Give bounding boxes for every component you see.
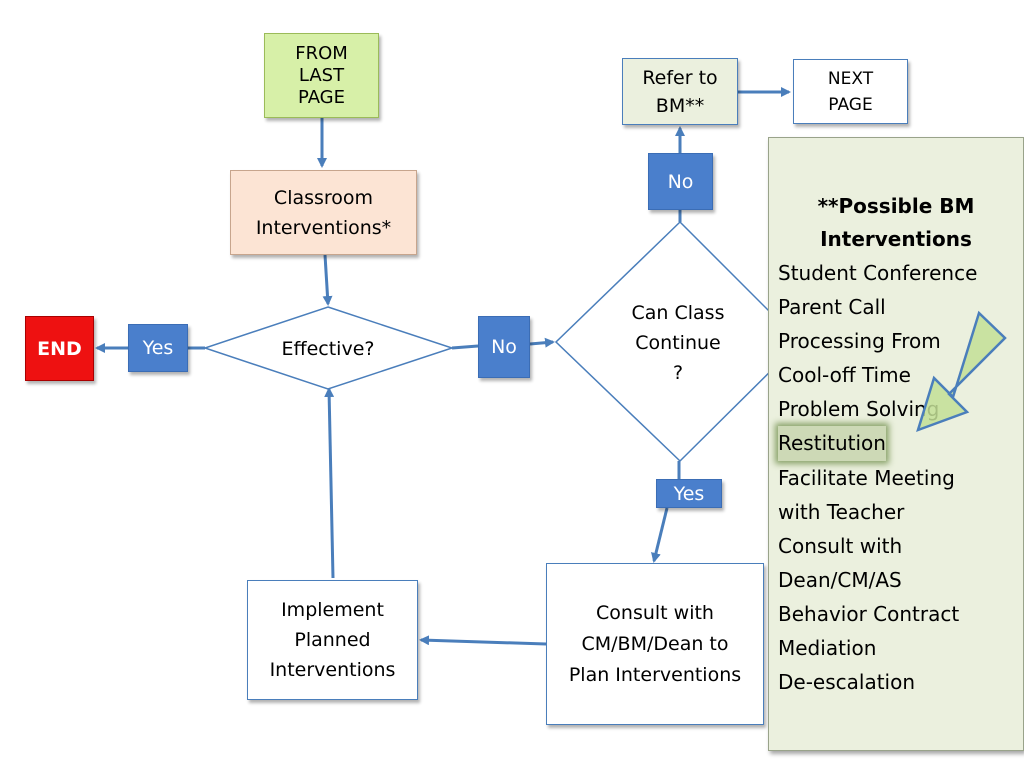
list-item: De-escalation — [778, 665, 1018, 699]
from-last-page-line-2: LAST — [298, 64, 345, 86]
can-class-continue-text: Can Class Continue ? — [598, 298, 758, 388]
yes-label-end: Yes — [128, 324, 188, 372]
panel-title-line-1: **Possible BM — [817, 194, 975, 218]
arrow-consult-to-implement — [419, 635, 547, 646]
bm-interventions-panel — [768, 137, 1024, 751]
from-last-page-box: FROM LAST PAGE — [264, 33, 379, 118]
refer-line-2: BM** — [655, 94, 705, 117]
intervention-item-highlighted: Restitution — [778, 426, 886, 461]
intervention-item: Facilitate Meeting — [778, 465, 955, 490]
classroom-line-2: Interventions* — [255, 216, 392, 239]
next-page-line-1: NEXT — [827, 68, 874, 89]
intervention-item: Student Conference — [778, 261, 978, 285]
list-item: Facilitate Meeting — [778, 461, 1018, 495]
implement-line-1: Implement — [281, 599, 384, 621]
can-class-continue-diamond — [554, 220, 802, 463]
bm-interventions-list: Student Conference Parent Call Processin… — [778, 256, 1018, 699]
list-item: Dean/CM/AS — [778, 563, 1018, 597]
line-effective-to-no — [451, 344, 479, 350]
implement-line-3: Interventions — [269, 659, 396, 681]
can-class-line-2: Continue — [635, 332, 721, 354]
consult-line-3: Plan Interventions — [568, 663, 742, 686]
intervention-item: Consult with — [778, 533, 903, 558]
from-last-page-line-1: FROM — [295, 42, 348, 64]
effective-text: Effective? — [281, 338, 375, 360]
list-item: Processing From — [778, 324, 1018, 358]
end-box: END — [25, 316, 94, 381]
from-last-page-line-3: PAGE — [297, 86, 346, 108]
list-item: Behavior Contract — [778, 597, 1018, 631]
can-class-line-1: Can Class — [631, 302, 725, 324]
implement-box: Implement Planned Interventions — [247, 580, 418, 700]
next-page-line-2: PAGE — [828, 94, 873, 115]
intervention-item: Problem Solving — [778, 397, 940, 422]
panel-title-line-2: Interventions — [820, 227, 972, 251]
refer-to-bm-box: Refer to BM** — [622, 58, 738, 125]
intervention-item: Mediation — [778, 636, 877, 661]
arrow-no-to-can-class — [529, 337, 555, 348]
refer-line-1: Refer to — [642, 66, 718, 89]
list-item: Cool-off Time — [778, 358, 1018, 392]
next-page-box: NEXT PAGE — [793, 59, 908, 124]
classroom-interventions-box: Classroom Interventions* — [230, 170, 417, 255]
classroom-line-1: Classroom — [273, 186, 374, 209]
intervention-item: Parent Call — [778, 295, 886, 320]
end-text: END — [37, 337, 82, 360]
list-item: with Teacher — [778, 495, 1018, 529]
consult-line-1: Consult with — [596, 601, 714, 624]
list-item: Student Conference — [778, 256, 1018, 290]
arrow-implement-to-effective — [324, 387, 335, 579]
no-label-effective: No — [478, 316, 530, 378]
arrow-yes-to-consult — [651, 507, 669, 563]
can-class-line-3: ? — [672, 362, 684, 384]
intervention-item: with Teacher — [778, 499, 905, 524]
no-label-continue: No — [648, 153, 713, 210]
list-item: Mediation — [778, 631, 1018, 665]
consult-line-2: CM/BM/Dean to — [581, 632, 729, 655]
intervention-item: Processing From — [778, 329, 941, 354]
yes-label-continue: Yes — [656, 479, 722, 508]
list-item: Consult with — [778, 529, 1018, 563]
list-item: Parent Call — [778, 290, 1018, 324]
intervention-item: Behavior Contract — [778, 601, 960, 626]
effective-diamond — [202, 306, 455, 390]
intervention-item: Cool-off Time — [778, 363, 911, 388]
consult-box: Consult with CM/BM/Dean to Plan Interven… — [546, 563, 764, 725]
list-item: Problem Solving — [778, 392, 1018, 426]
arrow-classroom-to-effective — [322, 254, 333, 306]
list-item: Restitution — [778, 426, 1018, 461]
implement-line-2: Planned — [294, 629, 371, 651]
bm-interventions-title: **Possible BM Interventions — [778, 190, 1014, 256]
intervention-item: De-escalation — [778, 670, 916, 695]
intervention-item: Dean/CM/AS — [778, 567, 902, 592]
